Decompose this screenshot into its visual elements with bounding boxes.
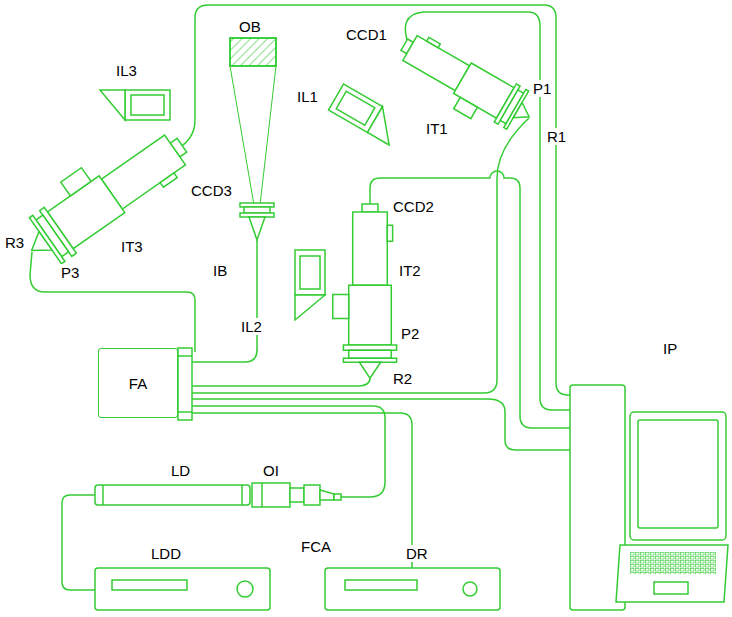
box-label: FA <box>129 375 147 392</box>
part-label: IT1 <box>425 120 449 137</box>
part-label: OB <box>238 18 262 35</box>
camera-1 <box>389 26 540 144</box>
part-label: R1 <box>546 128 567 145</box>
part-label: DR <box>405 545 429 562</box>
image-processor <box>570 385 728 610</box>
image-bundle <box>240 203 274 252</box>
laser-driver <box>95 568 270 610</box>
part-label: LD <box>170 462 191 479</box>
laser <box>95 483 341 507</box>
camera-2 <box>333 204 397 378</box>
part-label: R3 <box>4 234 25 251</box>
part-label: P2 <box>400 325 420 342</box>
part-label: OI <box>262 462 280 479</box>
part-label: IL1 <box>296 88 319 105</box>
part-label: IP <box>662 340 678 357</box>
part-label: IL2 <box>240 318 263 335</box>
part-label: CCD2 <box>392 198 435 215</box>
driver <box>325 568 500 610</box>
part-label: P3 <box>60 264 80 281</box>
illuminator-2 <box>295 250 325 320</box>
part-label: LDD <box>150 545 182 562</box>
camera-3 <box>9 113 198 273</box>
part-label: FCA <box>300 538 332 555</box>
fiber-array-box: FA <box>98 348 178 418</box>
part-label: P1 <box>532 80 552 97</box>
part-label: CCD1 <box>345 26 388 43</box>
part-label: CCD3 <box>190 182 233 199</box>
illuminator-1 <box>329 84 405 145</box>
part-label: R2 <box>392 370 413 387</box>
part-label: IT2 <box>398 262 422 279</box>
fiber-array-sleeve <box>178 348 192 420</box>
fiber-cables <box>30 5 570 590</box>
part-label: IL3 <box>115 62 138 79</box>
illuminator-3 <box>100 90 170 120</box>
part-label: IB <box>212 262 228 279</box>
part-label: IT3 <box>120 238 144 255</box>
object <box>230 38 276 66</box>
